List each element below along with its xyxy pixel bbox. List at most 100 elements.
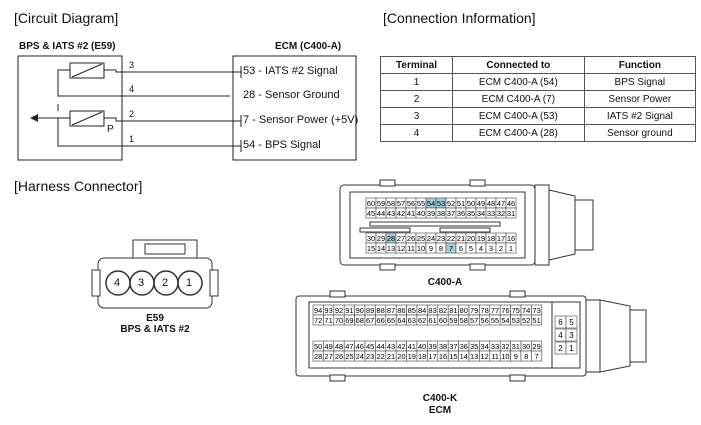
pin-number: 84 (418, 306, 426, 315)
pin-number: 30 (522, 342, 530, 351)
table-cell: ECM C400-A (54) (452, 73, 585, 91)
pin-number: 59 (377, 199, 385, 208)
e59-name: E59 (146, 313, 164, 324)
pin-number: 36 (457, 209, 465, 218)
p-label: P (107, 124, 114, 135)
pin-number: 39 (428, 342, 436, 351)
pin-number: 45 (367, 209, 375, 218)
pin-number: 38 (439, 342, 447, 351)
pin-number: 27 (397, 234, 405, 243)
pin-number: 11 (407, 244, 415, 253)
pin-number: 43 (387, 209, 395, 218)
pin-number: 53 (512, 316, 520, 325)
pin-number: 51 (532, 316, 540, 325)
pin-number: 19 (408, 352, 416, 361)
table-cell: IATS #2 Signal (583, 107, 697, 125)
pin-cell (531, 314, 543, 326)
table-cell: 3 (379, 107, 454, 125)
e59-pin-4: 4 (114, 277, 121, 289)
pin-number: 42 (397, 209, 405, 218)
pin-number: 94 (314, 306, 322, 315)
table-header-function: Function (583, 56, 697, 74)
pin-number: 3 (489, 244, 493, 253)
pin-number: 36 (460, 342, 468, 351)
pin-number: 77 (491, 306, 499, 315)
pin-cell (531, 350, 543, 362)
pin-number: 92 (335, 306, 343, 315)
pin-number: 8 (439, 244, 443, 253)
pin-number: 39 (427, 209, 435, 218)
pin-number: 42 (397, 342, 405, 351)
pin-number: 87 (387, 306, 395, 315)
pin-number: 4 (479, 244, 483, 253)
pin-number: 82 (439, 306, 447, 315)
pin-number: 91 (345, 306, 353, 315)
pin-number: 22 (376, 352, 384, 361)
pin-number: 43 (387, 342, 395, 351)
pin-number: 31 (507, 209, 515, 218)
pin-number: 60 (439, 316, 447, 325)
pin-number: 47 (497, 199, 505, 208)
pin-number: 25 (417, 234, 425, 243)
pin-number: 55 (417, 199, 425, 208)
pin-number: 8 (524, 352, 528, 361)
side-pin-number: 2 (558, 344, 563, 353)
pin-number: 7 (449, 244, 453, 253)
ecm-signal-7: 7 - Sensor Power (+5V) (243, 114, 359, 126)
c400k-desc: ECM (428, 405, 452, 416)
pin-number: 23 (366, 352, 374, 361)
pin-number: 19 (477, 234, 485, 243)
pin-number: 41 (408, 342, 416, 351)
pin-number: 10 (417, 244, 425, 253)
side-pin-cell (565, 341, 578, 355)
pin-number: 21 (457, 234, 465, 243)
pin-number: 48 (487, 199, 495, 208)
pin-number: 50 (467, 199, 475, 208)
pin-number: 41 (407, 209, 415, 218)
pin-number: 70 (335, 316, 343, 325)
pin-number: 12 (397, 244, 405, 253)
pin-number: 28 (387, 234, 395, 243)
pin-number: 5 (469, 244, 473, 253)
pin-number: 86 (397, 306, 405, 315)
pin-number: 32 (497, 209, 505, 218)
side-pin-number: 5 (569, 318, 574, 327)
pin-number: 40 (417, 209, 425, 218)
ecm-label: ECM (C400-A) (275, 41, 342, 52)
pin-number: 62 (418, 316, 426, 325)
pin-number: 83 (428, 306, 436, 315)
pin-number: 32 (501, 342, 509, 351)
c400a-name: C400-A (427, 277, 463, 288)
pin-number: 6 (459, 244, 463, 253)
pin-number: 11 (491, 352, 499, 361)
e59-connector-body (91, 239, 219, 309)
pin-number: 12 (480, 352, 488, 361)
side-pin-number: 6 (558, 318, 563, 327)
pin-number: 51 (457, 199, 465, 208)
table-header-connected: Connected to (452, 56, 585, 74)
pin-number: 57 (470, 316, 478, 325)
table-row: 2 ECM C400-A (7) Sensor Power (379, 90, 697, 108)
pin-number: 7 (535, 352, 539, 361)
pin-number: 81 (449, 306, 457, 315)
pin-number: 26 (335, 352, 343, 361)
pin-number: 35 (467, 209, 475, 218)
pin-number: 24 (356, 352, 364, 361)
pin-number: 1 (509, 244, 513, 253)
pin-number: 44 (376, 342, 384, 351)
pin-number: 13 (470, 352, 478, 361)
table-cell: 1 (379, 73, 454, 91)
pin-number: 74 (522, 306, 530, 315)
pin-number: 49 (477, 199, 485, 208)
circuit-diagram-header: [Circuit Diagram] (14, 10, 119, 26)
pin-number: 54 (427, 199, 435, 208)
pin-number: 34 (480, 342, 488, 351)
pin-number: 46 (356, 342, 364, 351)
pin-number: 89 (366, 306, 374, 315)
table-row: 4 ECM C400-A (28) Sensor ground (379, 124, 697, 142)
sensor-label: BPS & IATS #2 (E59) (19, 41, 116, 52)
pin-number: 65 (387, 316, 395, 325)
sensor-pin-2: 2 (129, 109, 135, 119)
